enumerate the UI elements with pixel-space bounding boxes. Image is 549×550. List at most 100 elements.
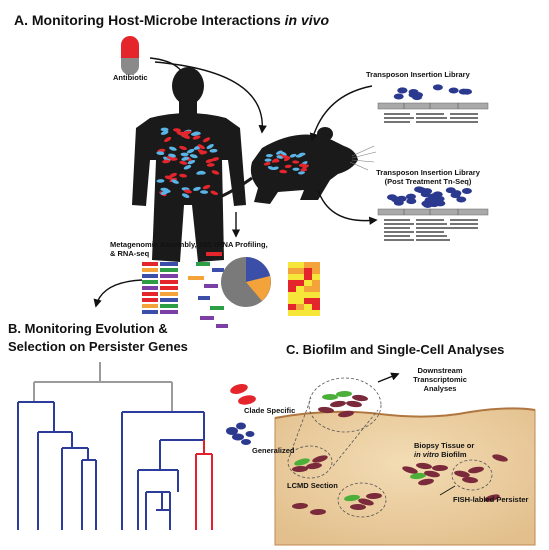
heatmap-cell [288, 298, 296, 304]
heatmap-cell [288, 280, 296, 286]
gut-microbes [156, 127, 309, 198]
microbe-cell [265, 153, 273, 158]
heatmap-cell [296, 262, 304, 268]
antibiotic-label: Antibiotic [113, 73, 148, 82]
bacterial-cell [462, 476, 478, 484]
transposon-mutant [461, 188, 472, 195]
microbe-cell [162, 189, 171, 193]
microbe-cell [156, 179, 165, 183]
contig-block [142, 298, 158, 302]
microbe-cell [171, 179, 179, 184]
heatmap-cell [312, 310, 320, 316]
heatmap-cell [312, 280, 320, 286]
microbe-cell [209, 148, 218, 153]
microbe-cell [189, 154, 198, 159]
genome-bar [377, 102, 489, 110]
bacterial-cell [484, 494, 500, 502]
heatmap-cell [296, 304, 304, 310]
contig-block [160, 310, 178, 314]
contig-block [142, 310, 158, 314]
mouse-whiskers [349, 145, 377, 171]
heatmap-cell [288, 286, 296, 292]
microbe-cell [210, 190, 218, 196]
heatmap-cell [288, 310, 296, 316]
transposon-library-after [377, 186, 489, 241]
bacterial-cell [410, 472, 426, 480]
heatmap-cell [312, 286, 320, 292]
panel-a-title: A. Monitoring Host-Microbe Interactions … [14, 12, 330, 28]
heatmap-cell [304, 262, 312, 268]
generalized-label: Generalized [252, 446, 295, 455]
contig-block [160, 280, 178, 284]
heatmap-cell [312, 268, 320, 274]
heatmap-cell [304, 280, 312, 286]
bacterial-cell [312, 455, 328, 463]
microbe-cell [282, 155, 290, 159]
antibiotic-pill-icon [121, 36, 139, 75]
microbe-cell [186, 148, 195, 154]
bacterial-cell [306, 462, 322, 470]
microbe-cell [183, 130, 192, 135]
biofilm-panel [274, 407, 536, 546]
microbe-cell [169, 172, 177, 178]
bacterial-cell [330, 400, 346, 408]
heatmap-cell [296, 286, 304, 292]
microbe-cell [169, 146, 177, 151]
contig-block [206, 252, 222, 256]
arrow-to-downstream [377, 372, 400, 383]
heatmap-cell [304, 298, 312, 304]
contig-block [160, 304, 178, 308]
contig-block [212, 268, 224, 272]
transposon-mutant [445, 187, 456, 194]
bacterial-cell [336, 390, 352, 398]
heatmap-cell [304, 268, 312, 274]
microbe-cell [183, 164, 192, 170]
heatmap-cell [304, 292, 312, 298]
transposon-mutant [393, 197, 404, 204]
contig-block [210, 306, 224, 310]
microbe-cell [156, 151, 165, 156]
microbe-cell [173, 128, 182, 132]
generalized-cells-icon [226, 422, 255, 445]
panel-c-title: C. Biofilm and Single-Cell Analyses [286, 342, 505, 357]
heatmap-cell [288, 304, 296, 310]
microbe-cell [202, 184, 211, 190]
heatmap-cell [312, 262, 320, 268]
microbe-cell [279, 170, 287, 174]
library-post-label: Transposon Insertion Library (Post Treat… [376, 168, 480, 186]
bacterial-cell [346, 400, 362, 408]
heatmap-cell [312, 274, 320, 280]
phylogenetic-tree [17, 362, 213, 530]
contig-block [142, 280, 158, 284]
microbe-cell [280, 151, 287, 156]
panel-b-title: B. Monitoring Evolution & Selection on P… [8, 321, 188, 354]
heatmap-cell [288, 274, 296, 280]
microbe-cell [190, 132, 199, 136]
contig-block [142, 274, 158, 278]
microbe-cell [211, 170, 220, 175]
transposon-mutant [397, 87, 408, 94]
microbe-cell [264, 158, 272, 162]
microbe-cell [206, 144, 214, 150]
microbe-cell [300, 168, 308, 172]
microbe-cell [298, 152, 306, 156]
bacterial-cell [292, 465, 308, 473]
transposon-mutant [448, 87, 459, 94]
microbe-cell [179, 145, 187, 150]
transposon-mutant [420, 191, 431, 198]
contig-block [216, 324, 228, 328]
bacterial-cell [344, 494, 360, 502]
library-label: Transposon Insertion Library [366, 70, 470, 79]
heatmap-cell [304, 274, 312, 280]
microbe-cell [181, 193, 190, 198]
downstream-label: Downstream Transcriptomic Analyses [413, 366, 467, 393]
heatmap-cell [288, 292, 296, 298]
microbe-cell [197, 149, 206, 155]
fish-persister-label: FISH-labled Persister [453, 495, 529, 504]
microbe-cell [168, 153, 176, 158]
microbe-cell [289, 153, 297, 158]
bacterial-cell [424, 470, 440, 478]
microbe-cell [162, 159, 171, 164]
microbe-cell [160, 127, 169, 132]
